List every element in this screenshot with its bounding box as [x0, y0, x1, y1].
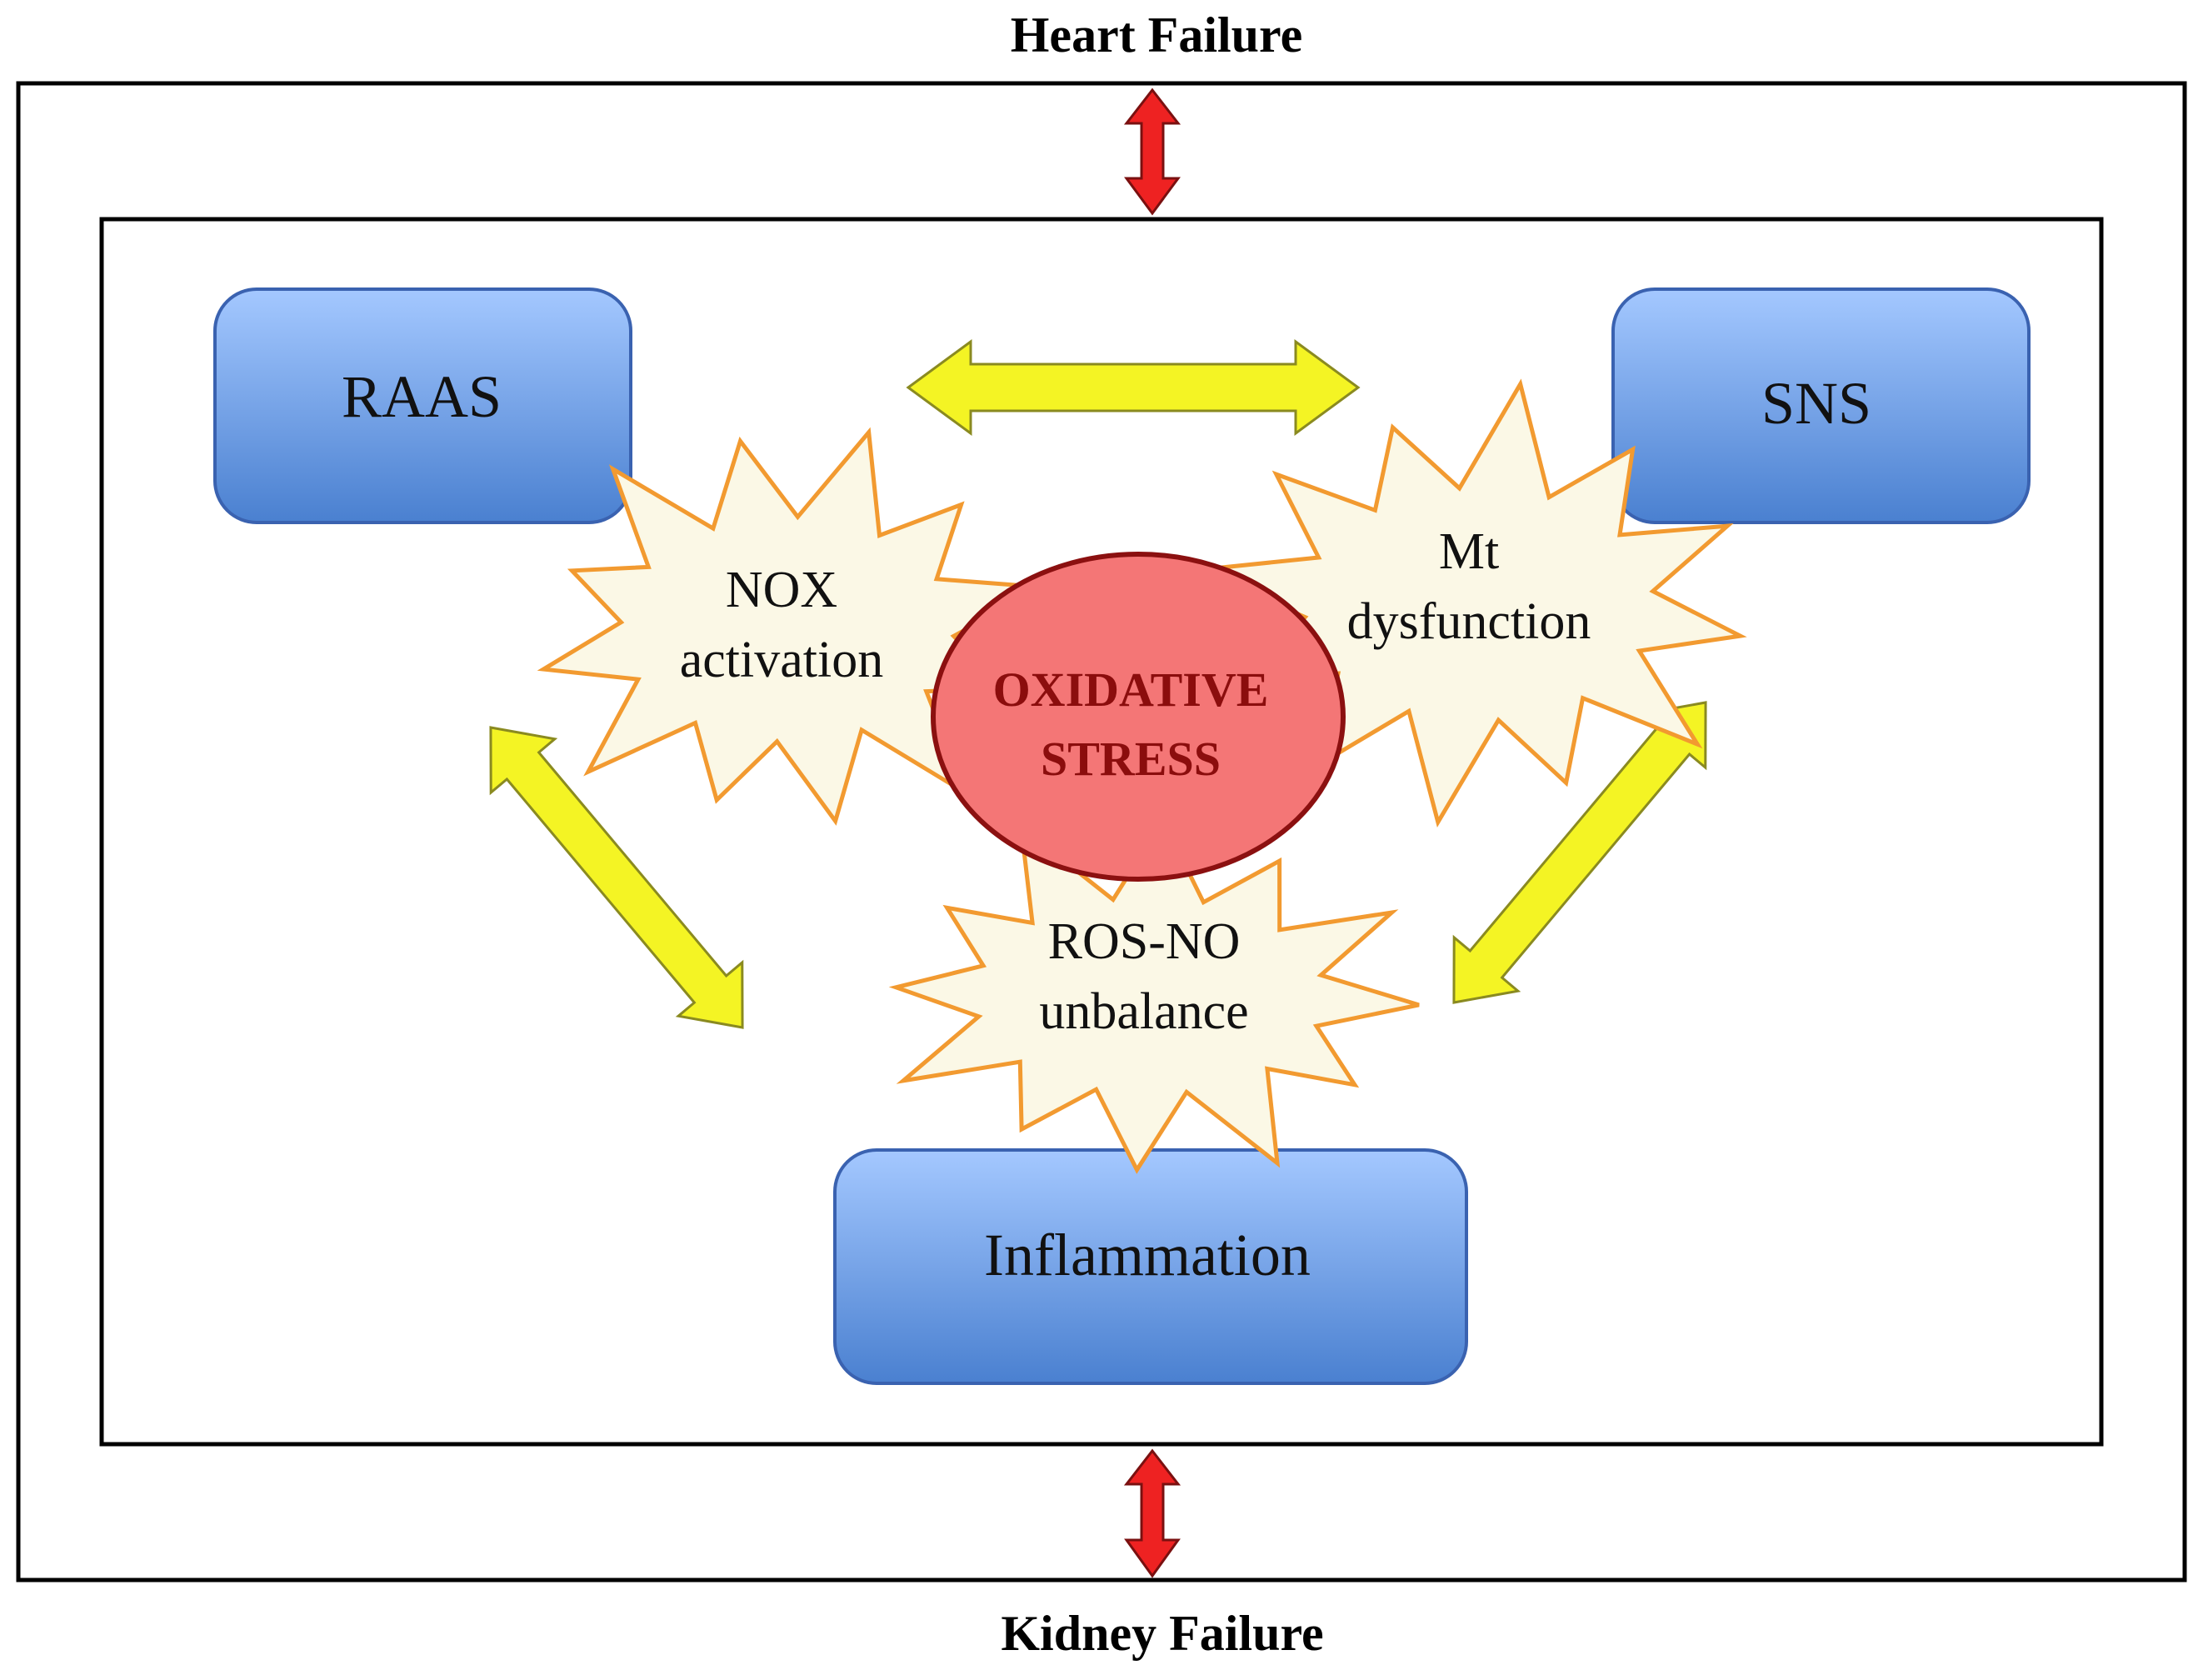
yellow-arrow-left [489, 726, 744, 1029]
yellow-arrow-right [1452, 701, 1707, 1004]
sns-box [1611, 288, 2031, 524]
oxidative-stress-line1: OXIDATIVE [993, 662, 1269, 717]
red-arrow-bottom [1123, 1448, 1181, 1578]
oxidative-stress-line2: STRESS [1041, 732, 1221, 786]
inflammation-label: Inflammation [984, 1222, 1311, 1288]
mt-label-line1: Mt [1439, 523, 1499, 580]
mt-label-line2: dysfunction [1347, 593, 1591, 650]
oxidative-stress-ellipse [931, 552, 1346, 882]
nox-label-line1: NOX [726, 562, 837, 618]
inner-frame [99, 217, 2104, 1447]
yellow-arrow-top [906, 339, 1361, 436]
outer-frame [16, 81, 2187, 1582]
raas-label: RAAS [342, 363, 502, 430]
ros-label-line2: unbalance [1039, 983, 1248, 1040]
red-arrow-top [1123, 88, 1181, 216]
raas-box [213, 288, 632, 524]
ros-label-line1: ROS-NO [1048, 913, 1241, 970]
nox-label-line2: activation [680, 632, 883, 688]
ros-no-unbalance-burst [888, 815, 1420, 1174]
sns-label: SNS [1761, 370, 1871, 437]
heart-failure-label: Heart Failure [1011, 8, 1302, 62]
kidney-failure-label: Kidney Failure [1001, 1606, 1323, 1661]
